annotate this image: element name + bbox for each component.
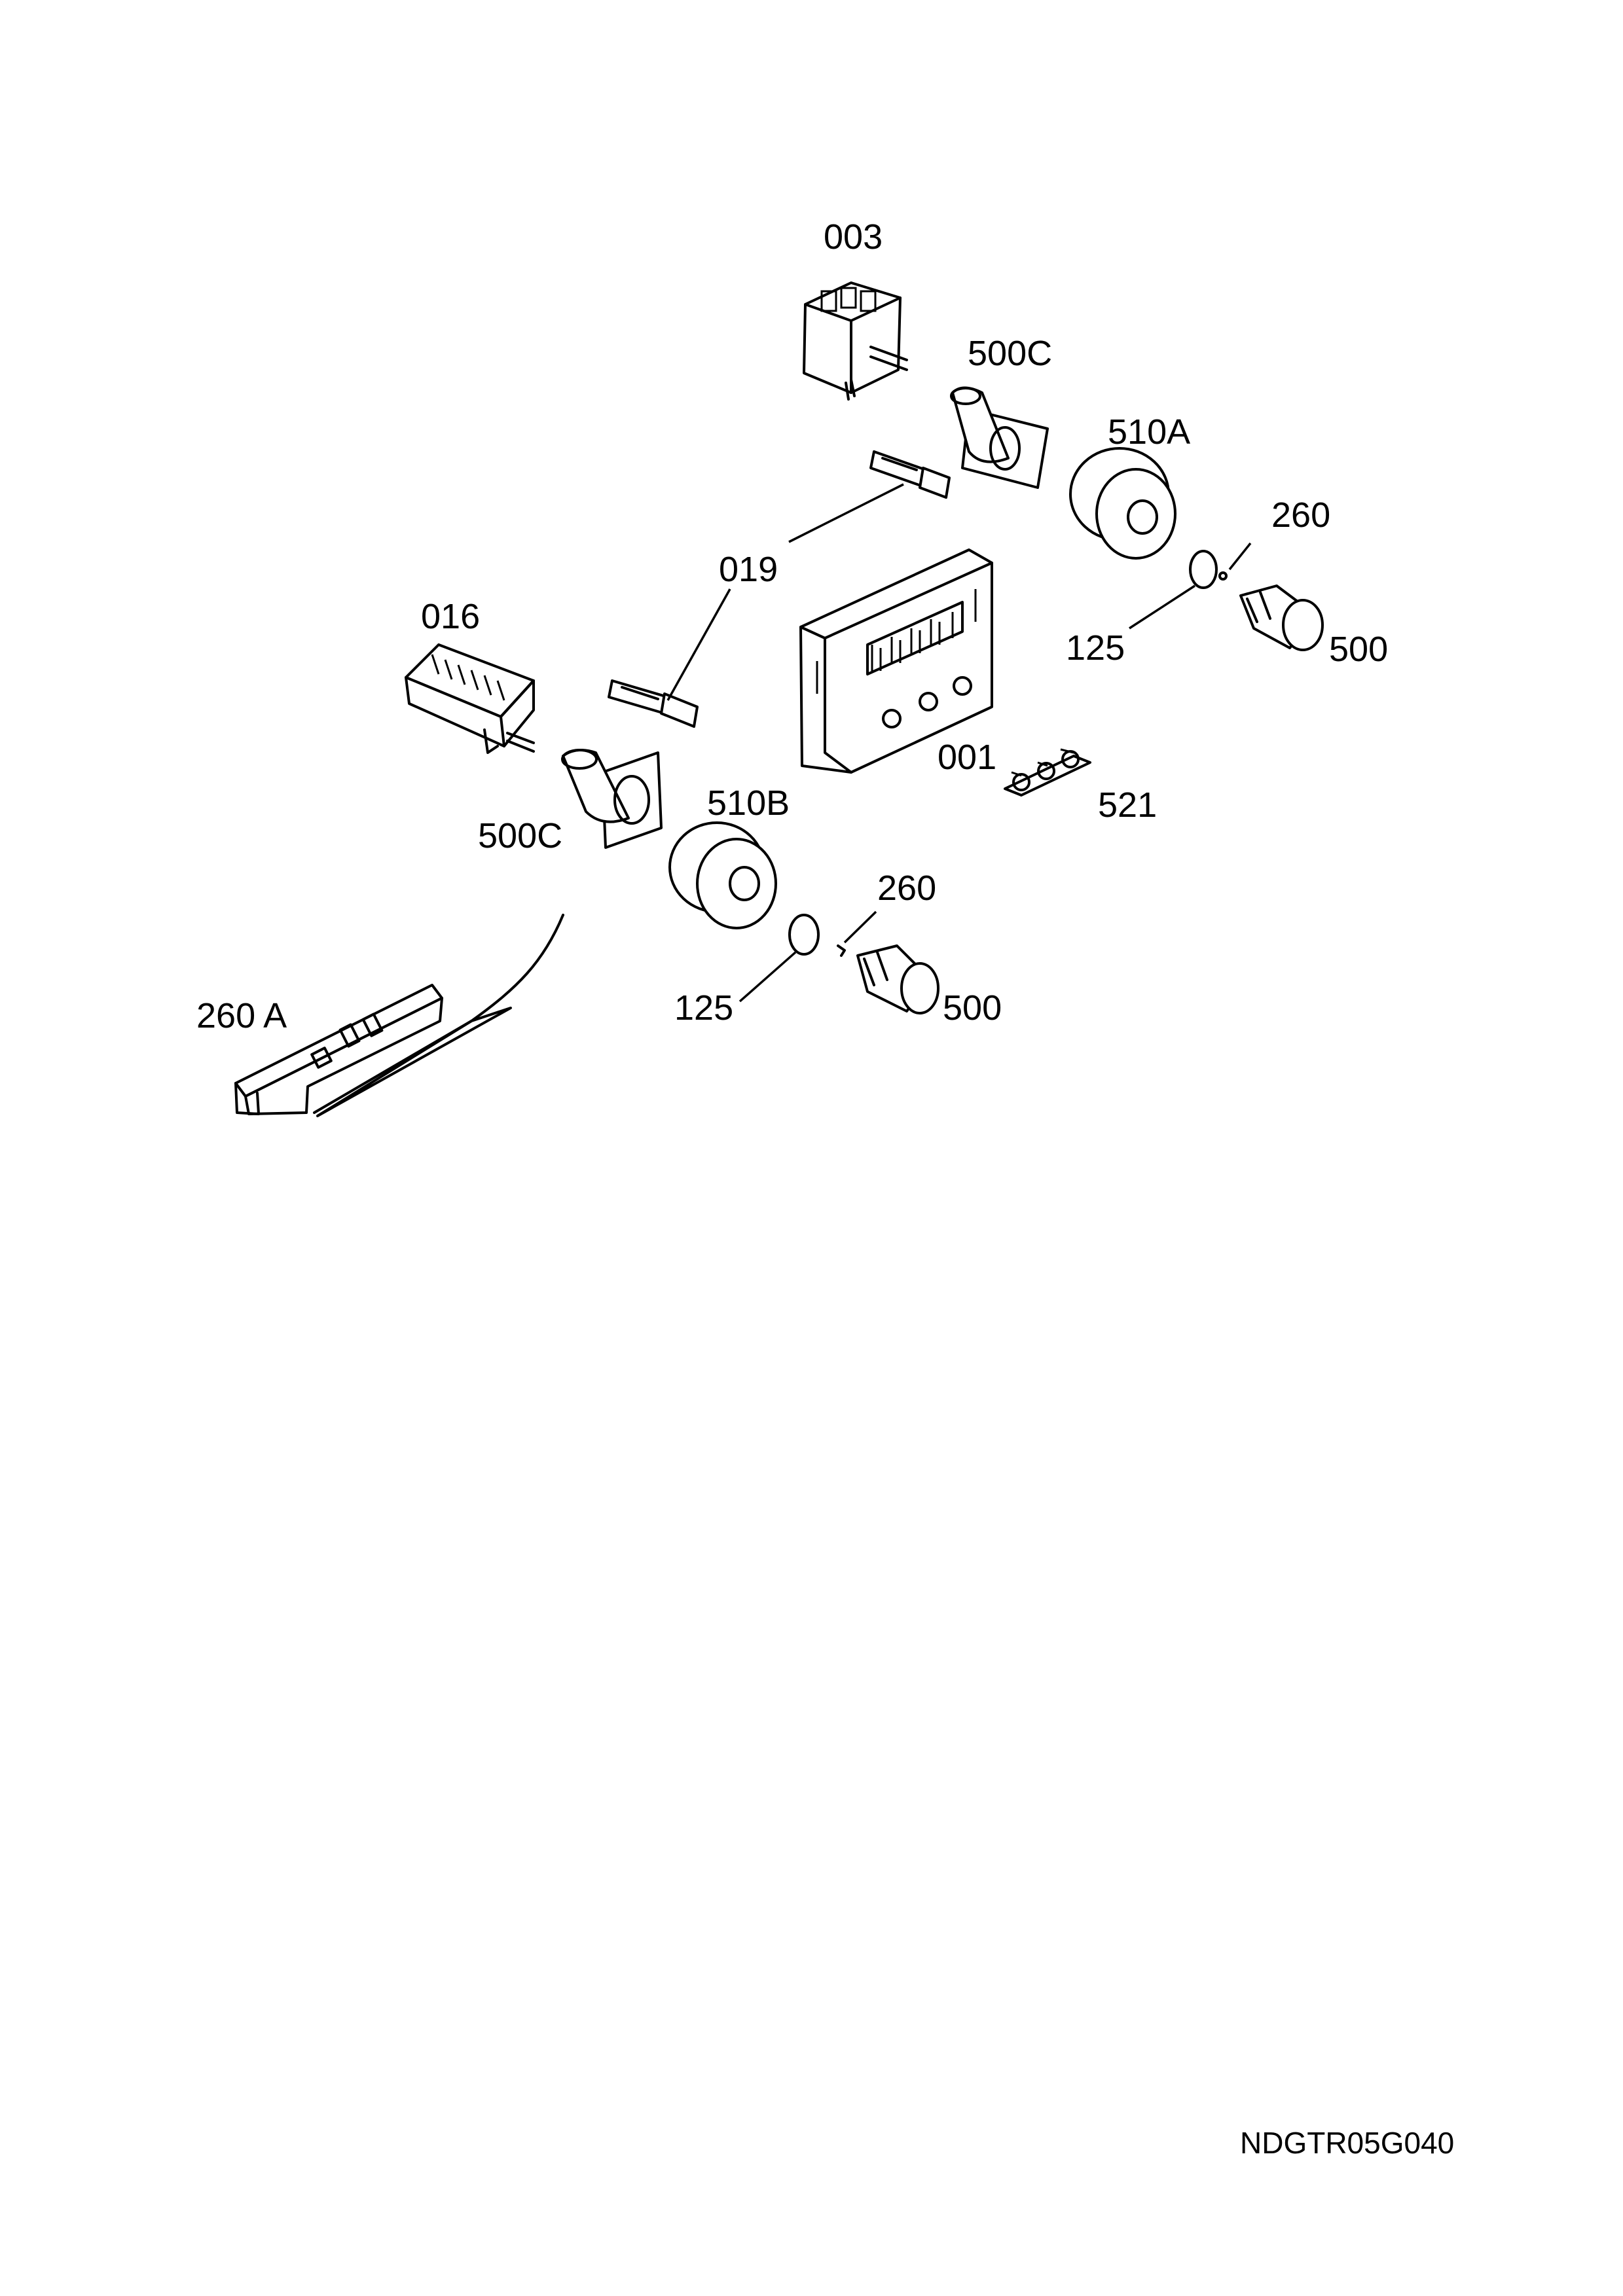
label-125-top: 125: [1066, 628, 1125, 668]
label-500c-top: 500C: [968, 334, 1052, 373]
label-510a: 510A: [1108, 412, 1190, 452]
part-260-top-clip: [1218, 571, 1228, 581]
label-260-mid: 260: [877, 869, 936, 908]
part-019-upper-shaft: [869, 450, 951, 499]
part-500c-left-bezel: [561, 749, 663, 849]
leader-260-mid: [843, 910, 877, 944]
part-260a-wire: [313, 914, 564, 1114]
label-260-top: 260: [1271, 495, 1330, 535]
part-260a-bracket: [234, 984, 443, 1115]
part-001-display-panel: [799, 548, 993, 774]
leader-019-a: [788, 483, 904, 543]
part-019-lower-shaft: [608, 679, 699, 728]
drawing-code: NDGTR05G040: [1240, 2126, 1455, 2160]
label-260a: 260 A: [196, 996, 287, 1035]
part-510b-cap: [668, 821, 777, 929]
label-500-bottom: 500: [943, 988, 1002, 1028]
label-500-top: 500: [1329, 630, 1388, 669]
part-500-top-knob: [1239, 584, 1324, 651]
leader-019-b: [666, 588, 731, 701]
leader-260-top: [1228, 542, 1252, 571]
part-510a-cap: [1069, 447, 1176, 560]
label-003: 003: [824, 217, 883, 257]
label-500c-left: 500C: [478, 816, 562, 855]
part-500-bottom-knob: [856, 944, 939, 1014]
label-016: 016: [421, 597, 480, 636]
part-500c-top-bezel: [950, 386, 1049, 489]
part-260a-probe: [316, 1007, 512, 1117]
label-125-bottom: 125: [674, 988, 733, 1028]
leader-125-bottom: [739, 951, 797, 1003]
part-521-switch: [1004, 748, 1091, 797]
part-260-mid-clip: [837, 944, 846, 957]
label-510b: 510B: [707, 783, 790, 823]
part-016-selector-switch: [405, 643, 535, 754]
leader-125-top: [1129, 584, 1195, 630]
label-001: 001: [938, 738, 996, 777]
part-125-bottom-ring: [788, 914, 820, 956]
part-003-switch: [803, 281, 908, 401]
label-521: 521: [1098, 785, 1157, 825]
part-125-top-ring: [1189, 550, 1218, 589]
label-019: 019: [719, 550, 778, 589]
